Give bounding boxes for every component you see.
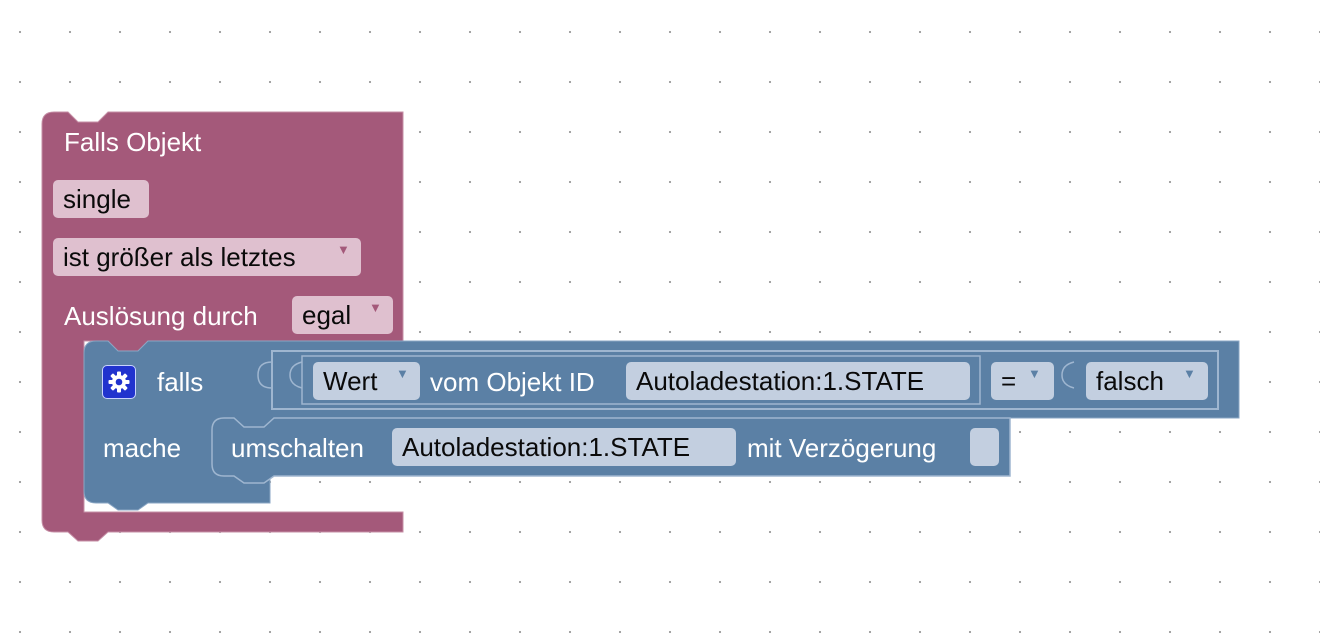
object-label: vom Objekt ID <box>430 367 595 397</box>
input-tab <box>289 361 303 389</box>
operator-dropdown[interactable]: = ▼ <box>991 362 1054 400</box>
condition-object-id-field[interactable]: Autoladestation:1.STATE <box>626 362 970 400</box>
trigger-dropdown[interactable]: egal ▼ <box>292 296 393 334</box>
gear-icon <box>108 371 130 393</box>
dropdown-arrow-icon: ▼ <box>1028 366 1041 381</box>
operator-value: = <box>1001 365 1017 396</box>
property-dropdown[interactable]: Wert ▼ <box>313 362 420 400</box>
mutator-button[interactable] <box>102 365 136 399</box>
object-id-field[interactable]: single <box>53 180 149 218</box>
toggle-object-id-value: Autoladestation:1.STATE <box>402 431 691 462</box>
value-dropdown-value: falsch <box>1096 365 1164 396</box>
delay-label: mit Verzögerung <box>747 433 937 463</box>
delay-checkbox[interactable] <box>970 428 999 466</box>
dropdown-arrow-icon: ▼ <box>396 366 409 381</box>
input-tab <box>257 351 273 389</box>
dropdown-arrow-icon: ▼ <box>1183 366 1196 381</box>
dropdown-arrow-icon: ▼ <box>369 300 382 315</box>
toggle-label: umschalten <box>231 433 364 463</box>
trigger-value: egal <box>302 299 352 330</box>
condition-object-id-value: Autoladestation:1.STATE <box>636 365 925 396</box>
dropdown-arrow-icon: ▼ <box>337 242 350 257</box>
condition-dropdown[interactable]: ist größer als letztes ▼ <box>53 238 361 276</box>
trigger-label: Auslösung durch <box>64 301 258 331</box>
trigger-title: Falls Objekt <box>64 127 202 157</box>
if-label: falls <box>157 367 204 397</box>
do-label: mache <box>103 433 182 463</box>
value-dropdown[interactable]: falsch ▼ <box>1086 362 1208 400</box>
condition-value: ist größer als letztes <box>63 241 296 272</box>
property-value: Wert <box>323 365 378 396</box>
input-tab <box>1061 361 1075 389</box>
toggle-object-id-field[interactable]: Autoladestation:1.STATE <box>392 428 736 466</box>
object-id-value: single <box>63 183 131 214</box>
